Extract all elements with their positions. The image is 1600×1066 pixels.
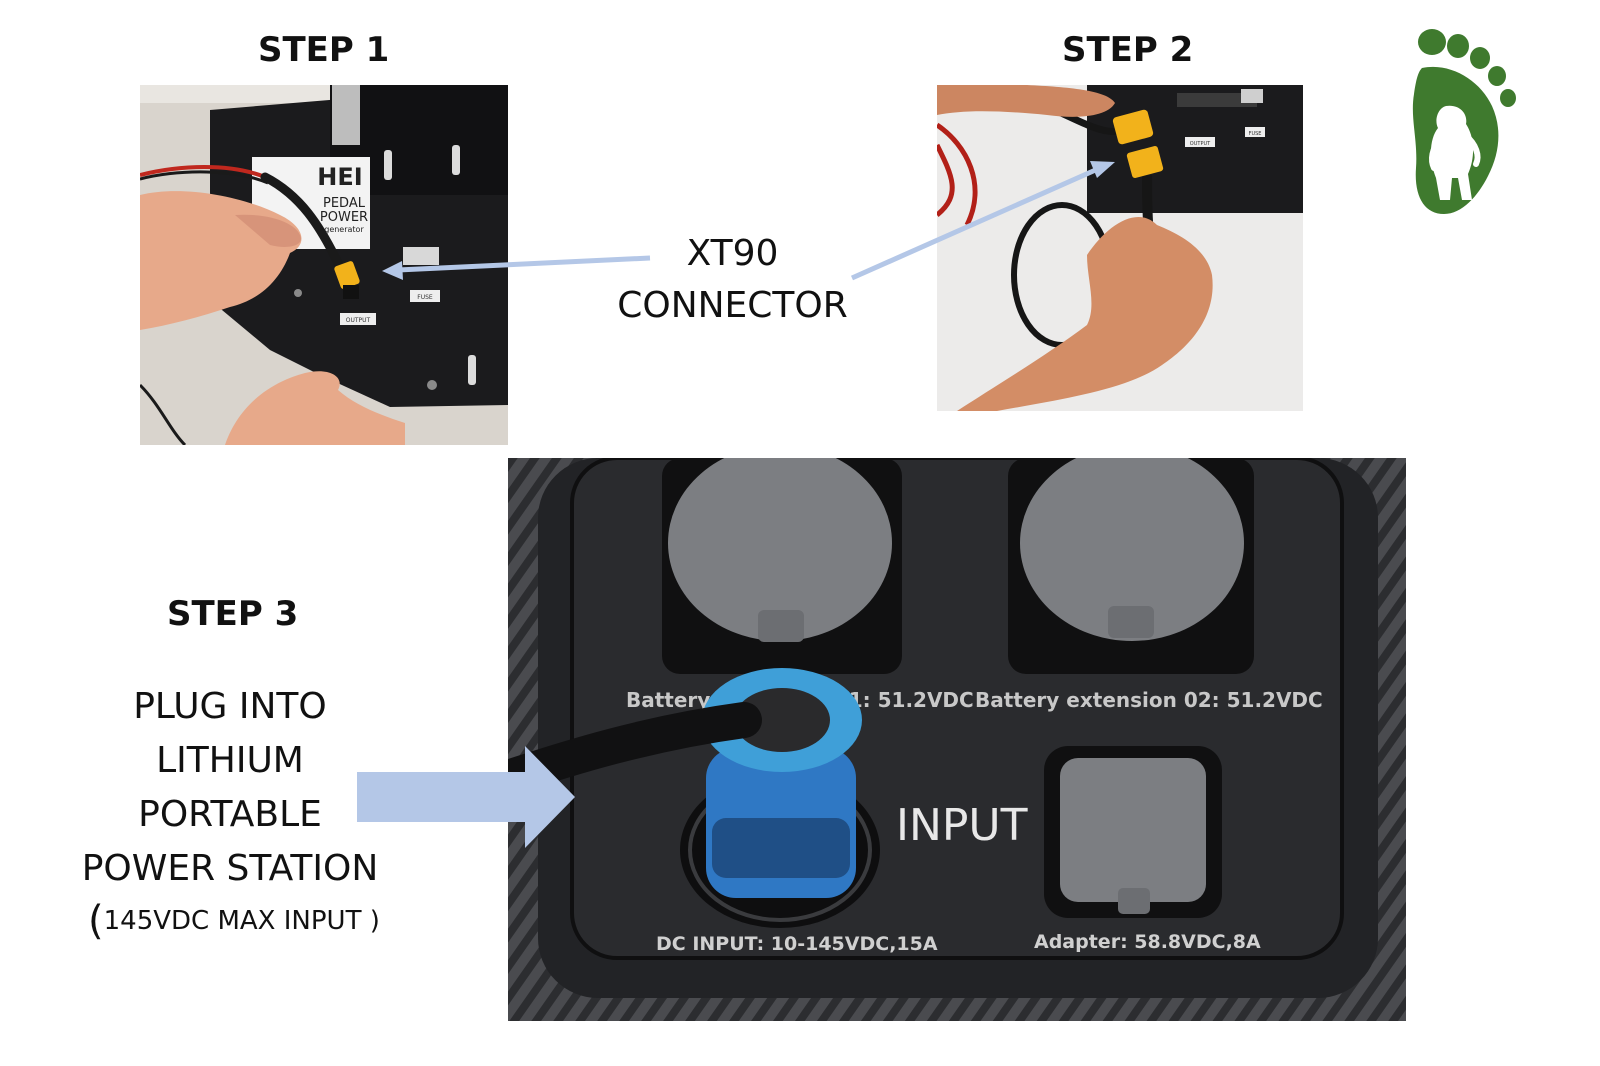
label-line: POWER bbox=[320, 210, 368, 225]
max-input-note: (145VDC MAX INPUT ) bbox=[88, 898, 380, 944]
cap-tab[interactable] bbox=[1118, 888, 1150, 914]
xt90-plug bbox=[334, 261, 360, 289]
metal-bracket bbox=[332, 85, 360, 145]
fuse-holder bbox=[403, 247, 439, 265]
panel-rail bbox=[1177, 93, 1257, 107]
xt90-socket bbox=[343, 285, 359, 299]
xt90-female bbox=[1112, 109, 1154, 145]
note-text: 145VDC MAX INPUT bbox=[103, 906, 370, 936]
dc-input-label: DC INPUT: 10-145VDC,15A bbox=[656, 933, 938, 955]
panel-post bbox=[384, 150, 392, 180]
fuse-label bbox=[1245, 127, 1265, 137]
fuse-label-text: FUSE bbox=[417, 294, 433, 301]
callout-line-1: XT90 bbox=[686, 233, 779, 274]
lead-cable bbox=[260, 172, 345, 272]
instruction-line: PORTABLE bbox=[138, 794, 322, 835]
callout-line-2: CONNECTOR bbox=[617, 285, 848, 326]
xt90-callout: XT90 CONNECTOR bbox=[600, 228, 865, 332]
input-heading: INPUT bbox=[896, 800, 1028, 851]
instruction-line: POWER STATION bbox=[81, 848, 379, 889]
adapter-label: Adapter: 58.8VDC,8A bbox=[1034, 931, 1261, 953]
fuse-label bbox=[410, 290, 440, 302]
toe-icon bbox=[1500, 89, 1516, 107]
battery-extension-01-cap[interactable] bbox=[668, 458, 892, 641]
black-cable bbox=[140, 383, 187, 445]
gland-center bbox=[734, 688, 830, 752]
output-label-text: OUTPUT bbox=[1190, 141, 1211, 147]
battery-extension-02-label: Battery extension 02: 51.2VDC bbox=[975, 688, 1323, 712]
note-close-paren: ) bbox=[369, 906, 380, 936]
step-3-title: STEP 3 bbox=[167, 594, 299, 634]
fuse-label-text: FUSE bbox=[1249, 131, 1262, 137]
upper-hand bbox=[937, 85, 1115, 117]
panel-post bbox=[468, 355, 476, 385]
output-label-text: OUTPUT bbox=[346, 317, 371, 324]
pointer-arrow-icon bbox=[850, 165, 1102, 281]
toe-icon bbox=[1447, 34, 1469, 58]
connector-collar bbox=[712, 818, 850, 878]
output-label bbox=[340, 313, 376, 325]
block-arrow-icon bbox=[357, 746, 575, 848]
label-line: PEDAL bbox=[323, 196, 366, 211]
pointer-arrow-icon bbox=[397, 255, 651, 273]
instruction-line: LITHIUM bbox=[156, 740, 304, 781]
sasquatch-arm bbox=[1463, 133, 1481, 167]
power-station-photo: Battery extension 01: 51.2VDC Battery ex… bbox=[508, 458, 1406, 1021]
toe-icon bbox=[1470, 47, 1490, 69]
step-2-title: STEP 2 bbox=[1062, 30, 1194, 70]
step-3-instruction: PLUG INTO LITHIUM PORTABLE POWER STATION bbox=[70, 680, 390, 896]
instruction-line: PLUG INTO bbox=[133, 686, 327, 727]
toe-icon bbox=[1488, 66, 1506, 86]
step-1-title: STEP 1 bbox=[258, 30, 390, 70]
lower-hand bbox=[957, 216, 1213, 411]
red-cable bbox=[140, 165, 266, 179]
cap-tab[interactable] bbox=[758, 610, 804, 642]
black-cable bbox=[140, 170, 269, 185]
thumb bbox=[235, 214, 301, 247]
sasquatch-silhouette bbox=[1430, 105, 1474, 200]
sasquatch-arm bbox=[1429, 137, 1443, 171]
note-open-paren: ( bbox=[88, 898, 104, 944]
toe-icon bbox=[1418, 29, 1446, 55]
red-cable bbox=[937, 143, 955, 217]
cap-tab[interactable] bbox=[1108, 606, 1154, 638]
step-2-photo: OUTPUT FUSE bbox=[937, 85, 1303, 411]
red-cable bbox=[937, 122, 978, 227]
panel-screw bbox=[427, 380, 437, 390]
battery-extension-02-cap[interactable] bbox=[1020, 458, 1244, 641]
step-1-photo: HEI PEDAL POWER generator FUSE OUTPUT bbox=[140, 85, 508, 445]
output-label bbox=[1185, 137, 1215, 147]
pointer-arrow-head-icon bbox=[382, 261, 403, 280]
hand bbox=[225, 371, 405, 445]
label-brand: HEI bbox=[317, 163, 362, 191]
adapter-cap[interactable] bbox=[1060, 758, 1206, 902]
pointer-arrow-head-icon bbox=[1090, 161, 1115, 178]
panel-post bbox=[452, 145, 460, 175]
bigfoot-footprint-icon bbox=[1412, 29, 1516, 214]
label-line: generator bbox=[324, 225, 364, 234]
panel-screw bbox=[294, 289, 302, 297]
fuse-holder bbox=[1241, 89, 1263, 103]
xt90-male bbox=[1126, 145, 1164, 179]
